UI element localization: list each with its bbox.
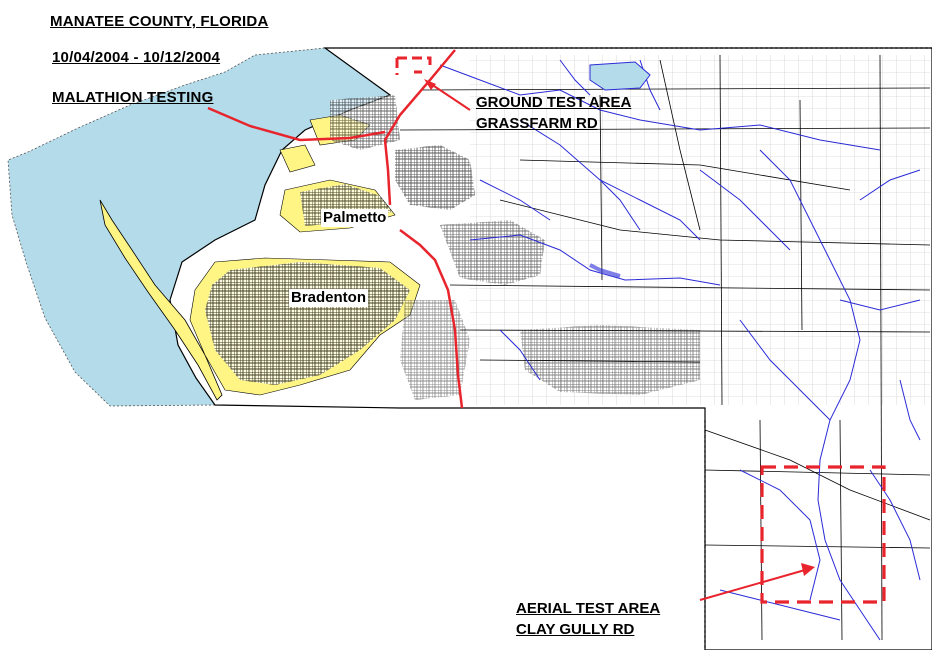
aerial-test-area-line2: CLAY GULLY RD [516,621,635,638]
aerial-test-area-label: AERIAL TEST AREA CLAY GULLY RD [516,598,660,640]
city-label-bradenton: Bradenton [289,289,368,307]
map-title-dates: 10/04/2004 - 10/12/2004 [52,49,221,66]
map-title-subject: MALATHION TESTING [52,89,214,106]
streams [439,59,921,641]
aerial-test-area-box [760,465,886,604]
map-title-county: MANATEE COUNTY, FLORIDA [50,13,269,30]
ground-test-area-box [395,56,432,75]
barrier-island [99,199,223,401]
aerial-test-arrow [699,569,806,601]
rural-roads [399,54,931,641]
ground-test-arrow [427,81,471,111]
city-label-palmetto: Palmetto [321,209,389,227]
aerial-test-area-line1: AERIAL TEST AREA [516,600,661,617]
ground-test-area-line1: GROUND TEST AREA [476,94,632,111]
highways [207,49,464,409]
lake [589,61,651,91]
ground-test-area-label: GROUND TEST AREA GRASSFARM RD [476,92,631,134]
ground-test-area-line2: GRASSFARM RD [476,115,598,132]
